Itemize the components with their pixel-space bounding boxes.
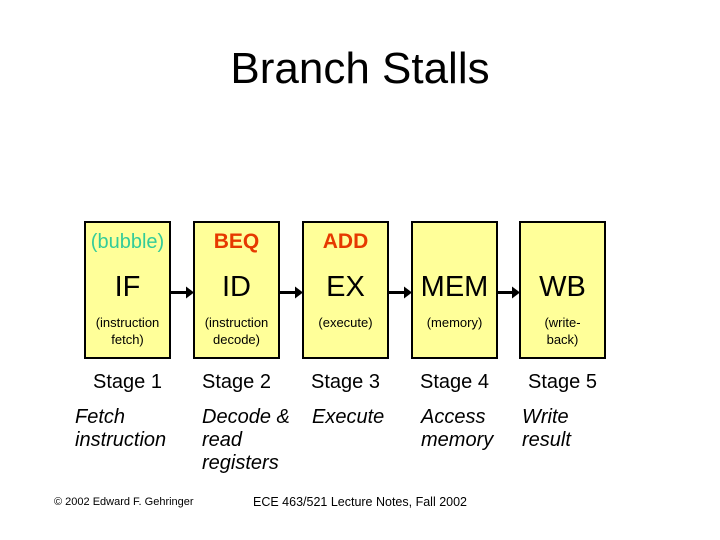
instruction-label-bubble: (bubble) [90,231,165,253]
instruction-label-beq: BEQ [213,230,260,253]
instruction-label-add: ADD [322,230,369,253]
flow-arrow-icon [279,286,303,299]
flow-arrow-icon [496,286,520,299]
stage-abbrev-if: IF [114,271,141,303]
stage-detail-if: (instruction fetch) [95,315,160,347]
stage-description: Execute [312,406,385,428]
stage-description: Decode & read registers [202,406,290,474]
flow-arrow-icon [170,286,194,299]
stage-abbrev-id: ID [222,271,251,303]
stage-abbrev-wb: WB [539,271,586,303]
stage-number-label: Stage 5 [528,371,597,393]
stage-abbrev-mem: MEM [420,271,489,303]
stage-box-id: BEQ ID (instruction decode) [193,221,280,359]
stage-detail-wb: (write- back) [544,315,581,347]
stage-detail-id: (instruction decode) [204,315,269,347]
stage-box-mem: MEM (memory) [411,221,498,359]
copyright-text: © 2002 Edward F. Gehringer [54,496,194,508]
flow-arrow-icon [388,286,412,299]
stage-number-label: Stage 1 [93,371,162,393]
stage-number-label: Stage 3 [311,371,380,393]
stage-description: Fetch instruction [75,406,167,451]
stage-description: Write result [522,406,571,451]
stage-box-if: (bubble) IF (instruction fetch) [84,221,171,359]
course-footer-text: ECE 463/521 Lecture Notes, Fall 2002 [252,495,468,509]
stage-description: Access memory [421,406,494,451]
stage-number-label: Stage 2 [202,371,271,393]
stage-abbrev-ex: EX [326,271,365,303]
stage-detail-ex: (execute) [318,315,373,330]
stage-number-label: Stage 4 [420,371,489,393]
stage-box-ex: ADD EX (execute) [302,221,389,359]
stage-detail-mem: (memory) [426,315,483,330]
stage-box-wb: WB (write- back) [519,221,606,359]
slide-title: Branch Stalls [230,44,490,93]
